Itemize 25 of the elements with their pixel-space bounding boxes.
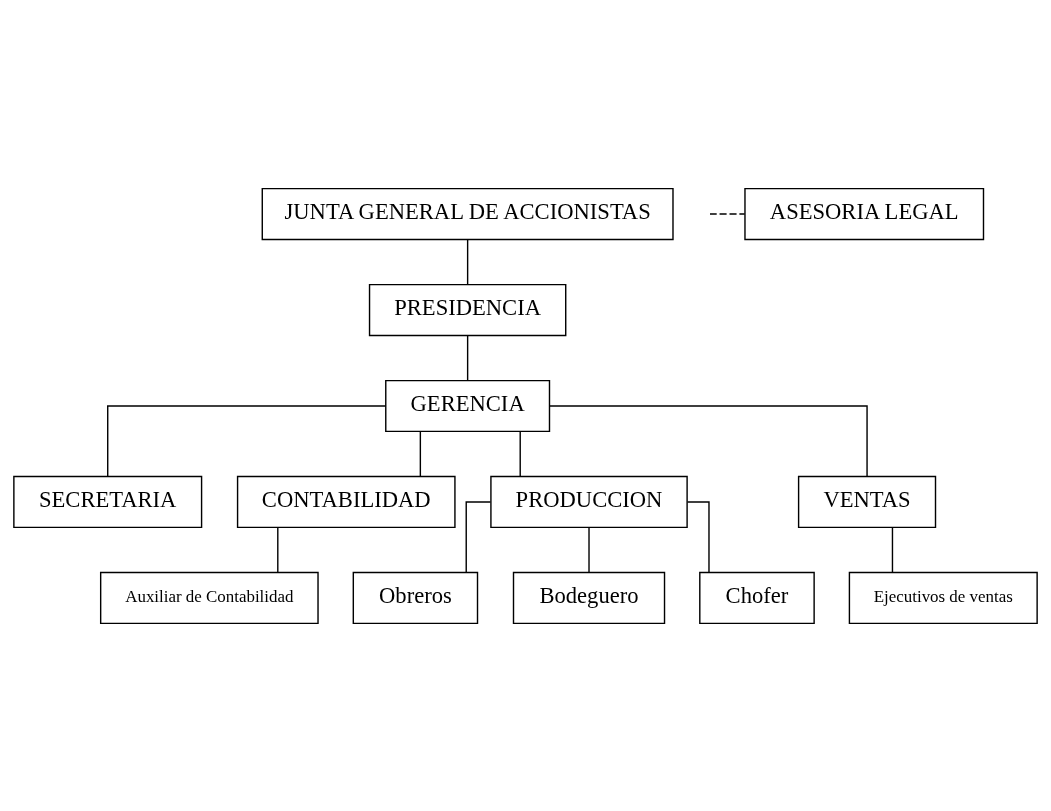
connector [465,500,492,573]
node-box: PRESIDENCIA [368,283,567,336]
node-box: VENTAS [797,475,937,528]
connector [419,430,422,477]
node-box: Obreros [352,571,479,624]
node-box: GERENCIA [385,379,551,432]
connector [891,526,894,573]
node-box: Chofer [699,571,815,624]
node-box: JUNTA GENERAL DE ACCIONISTAS [261,187,674,240]
node-box: Bodeguero [512,571,666,624]
node-box: Ejecutivos de ventas [848,571,1038,624]
node-box: ASESORIA LEGAL [744,187,985,240]
connector [519,430,521,477]
node-box: Auxiliar de Contabilidad [99,571,319,624]
connector [549,404,868,477]
connector [709,212,746,215]
node-box: SECRETARIA [13,475,203,528]
connector [107,404,387,477]
connector [686,500,710,573]
connector [466,238,469,285]
connector [277,526,279,573]
node-box: PRODUCCION [490,475,688,528]
connector [466,334,469,381]
node-box: CONTABILIDAD [236,475,456,528]
connector [588,526,590,573]
